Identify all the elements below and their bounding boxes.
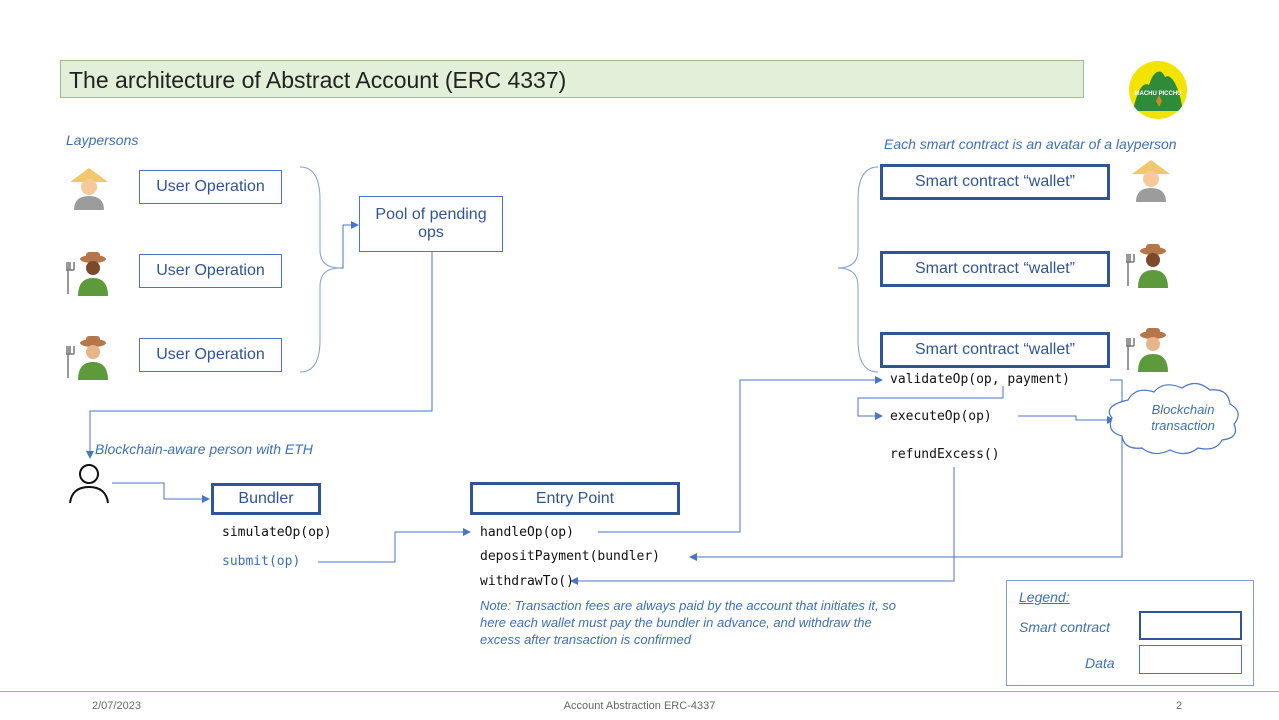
blockchain-transaction-label: Blockchain transaction [1151, 402, 1215, 433]
logo-text: MACHU PICCHU [1134, 91, 1182, 97]
farmer-woman-light-icon [66, 334, 112, 380]
handleop-function: handleOp(op) [480, 525, 574, 540]
submit-to-handleop-line [318, 528, 471, 563]
validateop-to-deposit-line [689, 379, 1123, 561]
asian-farmer-avatar-icon [1130, 158, 1172, 202]
validateop-to-executeop-line [857, 386, 1004, 420]
submit-function: submit(op) [222, 554, 301, 569]
refundexcess-function: refundExcess() [890, 447, 1000, 462]
pool-to-person-line [86, 252, 433, 459]
right-brace [837, 166, 879, 373]
legend-title: Legend: [1019, 589, 1070, 605]
legend-smart-contract-label: Smart contract [1019, 619, 1111, 635]
machu-picchu-logo: MACHU PICCHU [1129, 61, 1187, 119]
blockchain-transaction-cloud [1108, 382, 1239, 455]
laypersons-label: Laypersons [66, 132, 139, 148]
simulateop-function: simulateOp(op) [222, 525, 332, 540]
legend-panel: Legend: Smart contract Data [1006, 580, 1254, 686]
legend-data-label: Data [1085, 655, 1115, 671]
executeop-to-tx-line [1018, 415, 1115, 424]
blockchain-person-label: Blockchain-aware person with ETH [95, 441, 313, 457]
user-operation-box-2: User Operation [139, 254, 282, 288]
person-outline-icon [68, 463, 110, 505]
brace-to-pool-line [340, 221, 359, 269]
person-to-bundler-line [112, 482, 210, 503]
withdrawto-function: withdrawTo() [480, 574, 574, 589]
footer-title: Account Abstraction ERC-4337 [563, 700, 716, 712]
refund-to-withdraw-line [570, 467, 955, 585]
page-title: The architecture of Abstract Account (ER… [69, 67, 567, 93]
farmer-woman-dark-icon [66, 250, 112, 296]
farmer-woman-dark-avatar-icon [1126, 242, 1172, 288]
legend-smart-contract-swatch [1139, 611, 1242, 640]
wallet-box-1: Smart contract “wallet” [880, 164, 1110, 200]
user-operation-box-1: User Operation [139, 170, 282, 204]
wallet-box-2: Smart contract “wallet” [880, 251, 1110, 287]
validateop-function: validateOp(op, payment) [890, 372, 1071, 387]
legend-data-swatch [1139, 645, 1242, 674]
depositpayment-function: depositPayment(bundler) [480, 549, 661, 564]
bundler-box: Bundler [211, 483, 321, 515]
footer-page-number: 2 [1176, 700, 1183, 712]
farmer-woman-light-avatar-icon [1126, 326, 1172, 372]
entry-point-box: Entry Point [470, 482, 680, 515]
footer-divider [0, 691, 1279, 692]
mountain-icon [1133, 71, 1183, 111]
user-operation-box-3: User Operation [139, 338, 282, 372]
handleop-to-validateop-line [598, 376, 883, 533]
pool-of-pending-ops-box: Pool of pending ops [359, 196, 503, 252]
footer-date: 2/07/2023 [92, 700, 141, 712]
asian-farmer-icon [68, 166, 110, 210]
left-brace [299, 166, 341, 373]
fee-note: Note: Transaction fees are always paid b… [480, 598, 896, 647]
executeop-function: executeOp(op) [890, 409, 992, 424]
title-bar: The architecture of Abstract Account (ER… [60, 60, 1084, 98]
avatar-note-label: Each smart contract is an avatar of a la… [884, 136, 1177, 152]
wallet-box-3: Smart contract “wallet” [880, 332, 1110, 368]
